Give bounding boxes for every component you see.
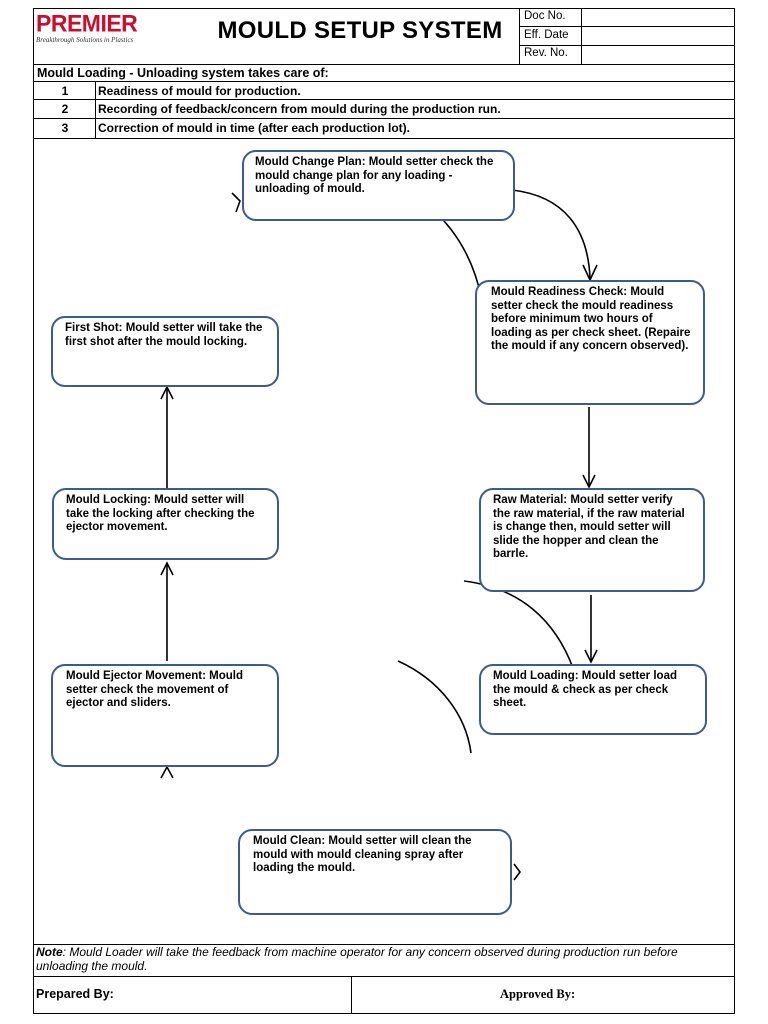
intro-line [33, 138, 735, 139]
step-box-mould-loading: Mould Loading: Mould setter load the mou… [479, 664, 707, 735]
meta-label-doc-no: Doc No. [524, 10, 566, 22]
meta-row-line [519, 26, 735, 27]
footer-top-line [33, 976, 735, 977]
step-text: Mould setter load the mould & check as p… [493, 670, 677, 709]
logo-tagline: Breakthrough Solutions in Plastics [36, 36, 134, 44]
document-title: MOULD SETUP SYSTEM [217, 17, 503, 44]
logo-wordmark: PREMIER [36, 9, 138, 37]
meta-divider [519, 8, 520, 64]
approved-by-label: Approved By: [500, 987, 576, 1001]
intro-line [33, 81, 735, 82]
point-text: Correction of mould in time (after each … [98, 121, 411, 135]
step-text: Mould setter check the movement of eject… [66, 670, 243, 709]
note-label: Note [36, 945, 63, 959]
step-title: First Shot: [65, 322, 123, 334]
note-body: : Mould Loader will take the feedback fr… [36, 945, 678, 973]
step-text: Mould setter check the mould readiness b… [491, 286, 691, 352]
step-box-first-shot: First Shot: Mould setter will take the f… [51, 316, 279, 387]
step-text: Mould setter verify the raw material, if… [493, 494, 685, 560]
step-title: Mould Change Plan: [255, 156, 366, 168]
step-text: Mould setter check the mould change plan… [255, 156, 494, 195]
document-frame [33, 8, 735, 1014]
meta-label-eff-date: Eff. Date [524, 29, 569, 41]
meta-value-divider [581, 8, 582, 64]
step-text: Mould setter will take the first shot af… [65, 322, 263, 348]
note-top-line [33, 944, 735, 945]
intro-num-divider [95, 81, 96, 138]
step-text: Mould setter will take the locking after… [66, 494, 255, 533]
company-logo: PREMIER Breakthrough Solutions in Plasti… [36, 9, 138, 45]
step-box-mould-readiness-check: Mould Readiness Check: Mould setter chec… [475, 280, 705, 405]
step-title: Mould Locking: [66, 494, 151, 506]
meta-label-rev-no: Rev. No. [524, 47, 568, 59]
prepared-by-label: Prepared By: [36, 987, 114, 1001]
meta-row-line [519, 45, 735, 46]
point-number: 2 [61, 102, 69, 116]
intro-heading: Mould Loading - Unloading system takes c… [37, 66, 329, 80]
step-text: Mould setter will clean the mould with m… [253, 835, 472, 874]
header-bottom-line [33, 64, 735, 65]
step-box-mould-locking: Mould Locking: Mould setter will take th… [52, 488, 279, 560]
step-title: Mould Ejector Movement: [66, 670, 206, 682]
intro-line [33, 118, 735, 119]
step-box-raw-material: Raw Material: Mould setter verify the ra… [479, 488, 705, 592]
step-box-mould-clean: Mould Clean: Mould setter will clean the… [238, 829, 512, 915]
step-box-mould-change-plan: Mould Change Plan: Mould setter check th… [242, 150, 515, 221]
point-text: Readiness of mould for production. [98, 84, 301, 98]
step-title: Mould Loading: [493, 670, 579, 682]
point-number: 1 [61, 84, 69, 98]
point-number: 3 [61, 121, 69, 135]
step-title: Mould Readiness Check: [491, 286, 628, 298]
step-title: Raw Material: [493, 494, 568, 506]
step-title: Mould Clean: [253, 835, 326, 847]
note-text: Note: Mould Loader will take the feedbac… [36, 945, 726, 973]
point-text: Recording of feedback/concern from mould… [98, 102, 501, 116]
step-box-mould-ejector-movement: Mould Ejector Movement: Mould setter che… [51, 664, 279, 767]
footer-divider [351, 976, 352, 1014]
intro-line [33, 99, 735, 100]
